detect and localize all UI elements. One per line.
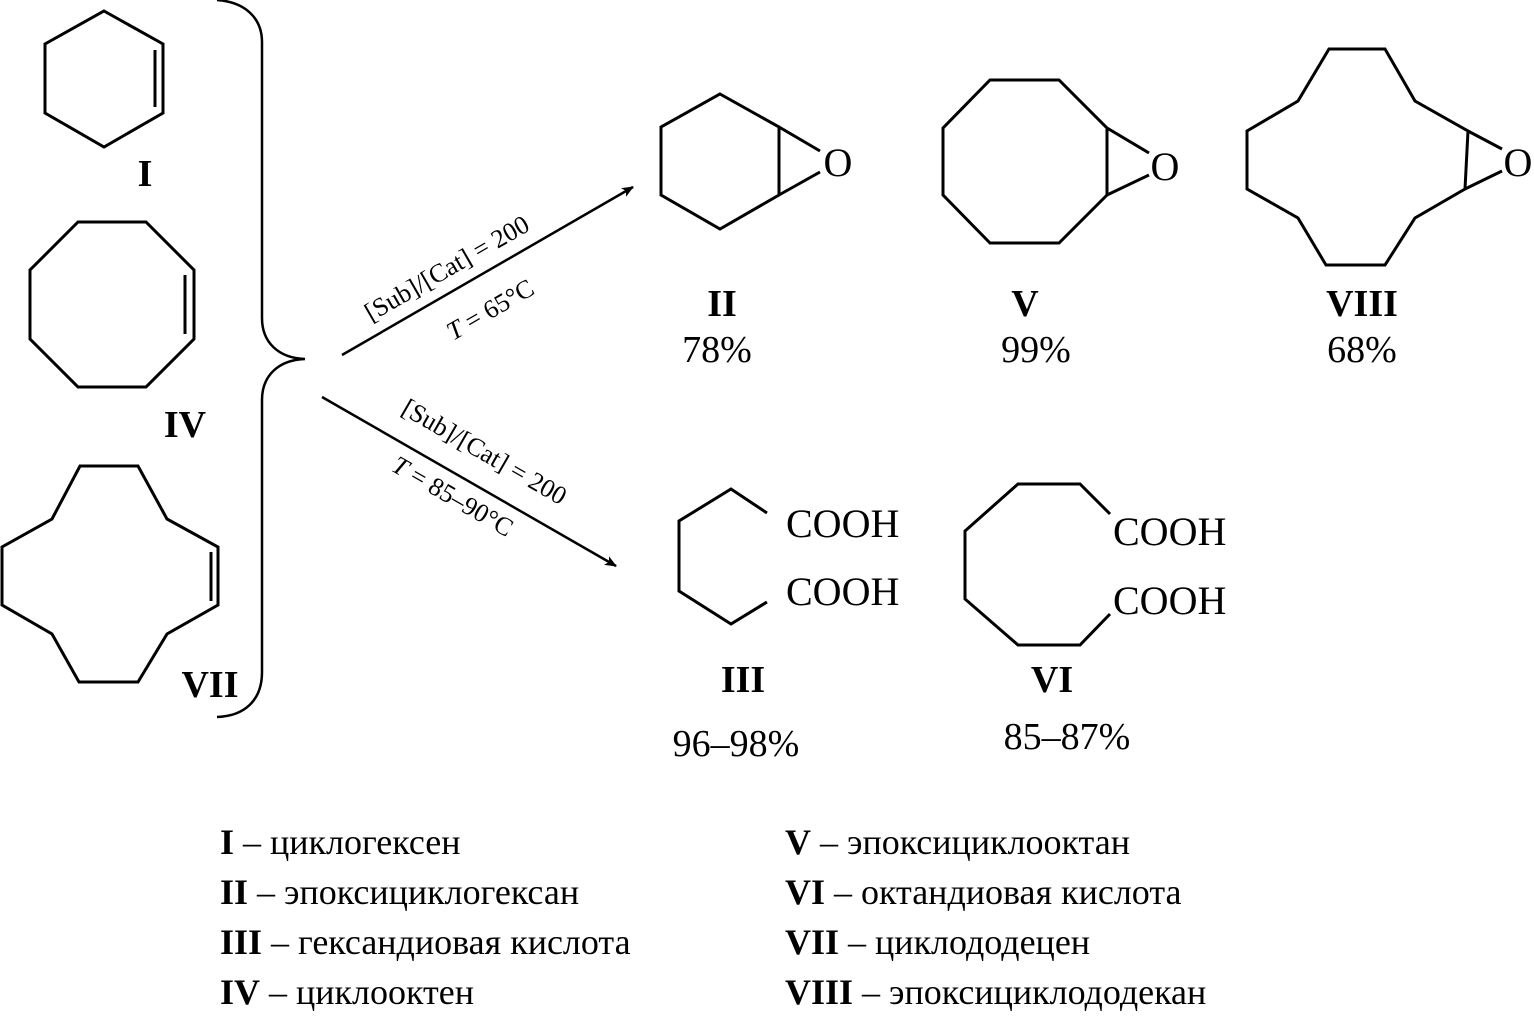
compound-label-III: III xyxy=(721,659,765,701)
compound-label-V: V xyxy=(1011,283,1039,325)
compound-label-II: II xyxy=(707,283,737,325)
oxygen-atom: O xyxy=(824,140,853,185)
carboxyl-group: COOH xyxy=(1113,509,1226,554)
legend-left: I – циклогексен II – эпоксициклогексан I… xyxy=(220,817,631,1017)
oxygen-atom: O xyxy=(1151,144,1180,189)
structure-octanedioic-acid: COOH COOH VI 85–87% xyxy=(963,482,1226,758)
legend-item: III – гександиовая кислота xyxy=(220,922,631,962)
condition-temp-upper: T = 65°C xyxy=(442,273,540,346)
structure-hexanedioic-acid: COOH COOH III 96–98% xyxy=(673,487,899,765)
legend-item: IV – циклооктен xyxy=(220,972,474,1012)
yield-III: 96–98% xyxy=(673,723,800,765)
compound-label-I: I xyxy=(138,153,153,195)
structure-epoxycyclododecane: O VIII 68% xyxy=(1245,47,1533,371)
legend-item: I – циклогексен xyxy=(220,822,461,862)
compound-label-VII: VII xyxy=(181,664,238,706)
reaction-arrow-cleavage xyxy=(321,395,617,568)
compound-label-VIII: VIII xyxy=(1326,283,1398,325)
grouping-brace xyxy=(216,0,306,719)
legend-item: II – эпоксициклогексан xyxy=(220,872,580,912)
legend-item: VII – циклододецен xyxy=(785,922,1091,962)
legend-item: V – эпоксициклооктан xyxy=(785,822,1130,862)
structure-epoxycyclooctane: O V 99% xyxy=(941,78,1180,371)
structure-cyclooctene: IV xyxy=(28,220,207,446)
oxygen-atom: O xyxy=(1504,140,1533,185)
legend-item: VIII – эпоксициклододекан xyxy=(785,972,1207,1012)
yield-II: 78% xyxy=(682,329,752,371)
yield-V: 99% xyxy=(1001,329,1071,371)
structure-cyclohexene: I xyxy=(43,9,165,195)
structure-epoxycyclohexane: O II 78% xyxy=(659,92,853,371)
legend-item: VI – октандиовая кислота xyxy=(785,872,1182,912)
yield-VIII: 68% xyxy=(1327,329,1397,371)
compound-label-VI: VI xyxy=(1031,659,1073,701)
legend-right: V – эпоксициклооктан VI – октандиовая ки… xyxy=(785,817,1206,1017)
yield-VI: 85–87% xyxy=(1004,716,1131,758)
carboxyl-group: COOH xyxy=(786,501,899,546)
carboxyl-group: COOH xyxy=(1113,578,1226,623)
condition-temp-upper-group: T = 65°C xyxy=(442,273,540,346)
structure-cyclododecene: VII xyxy=(0,464,239,706)
reaction-arrow-epoxidation xyxy=(341,185,634,357)
carboxyl-group: COOH xyxy=(786,569,899,614)
compound-label-IV: IV xyxy=(164,404,207,446)
